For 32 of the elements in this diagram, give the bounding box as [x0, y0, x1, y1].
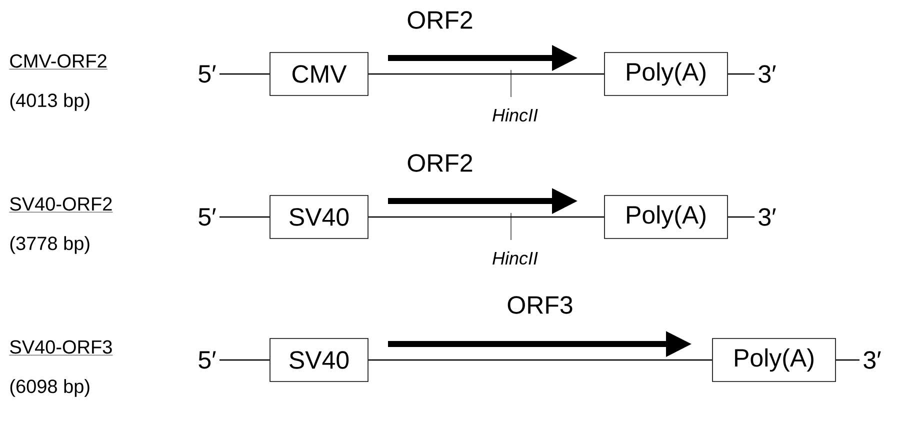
end-label: 3′	[758, 65, 776, 83]
element-box: SV40	[270, 195, 368, 239]
construct-size: (6098 bp)	[10, 379, 90, 397]
backbone-line	[368, 73, 604, 75]
orf-label: ORF2	[408, 11, 472, 29]
site-label: HincII	[492, 108, 538, 122]
end-label: 3′	[758, 208, 776, 226]
end-label: 5′	[198, 208, 216, 226]
backbone-line	[220, 216, 270, 218]
construct-name: SV40-ORF2	[9, 197, 113, 212]
element-box: Poly(A)	[604, 195, 728, 239]
construct-size: (3778 bp)	[10, 236, 90, 254]
element-box: SV40	[270, 338, 368, 382]
element-box: CMV	[270, 52, 368, 96]
site-label: HincII	[492, 251, 538, 265]
backbone-line	[220, 73, 270, 75]
end-label: 5′	[198, 65, 216, 83]
construct-size: (4013 bp)	[10, 93, 90, 111]
backbone-line	[728, 73, 754, 75]
backbone-line	[220, 359, 270, 361]
backbone-line	[728, 216, 754, 218]
backbone-line	[836, 359, 860, 361]
backbone-line	[368, 359, 712, 361]
construct-name: CMV-ORF2	[9, 54, 108, 70]
orf-label: ORF2	[408, 154, 472, 172]
element-box: Poly(A)	[712, 338, 836, 382]
end-label: 5′	[198, 351, 216, 369]
end-label: 3′	[864, 351, 881, 369]
orf-label: ORF3	[508, 296, 572, 314]
construct-name: SV40-ORF3	[9, 340, 113, 356]
backbone-line	[368, 216, 604, 218]
element-box: Poly(A)	[604, 52, 728, 96]
